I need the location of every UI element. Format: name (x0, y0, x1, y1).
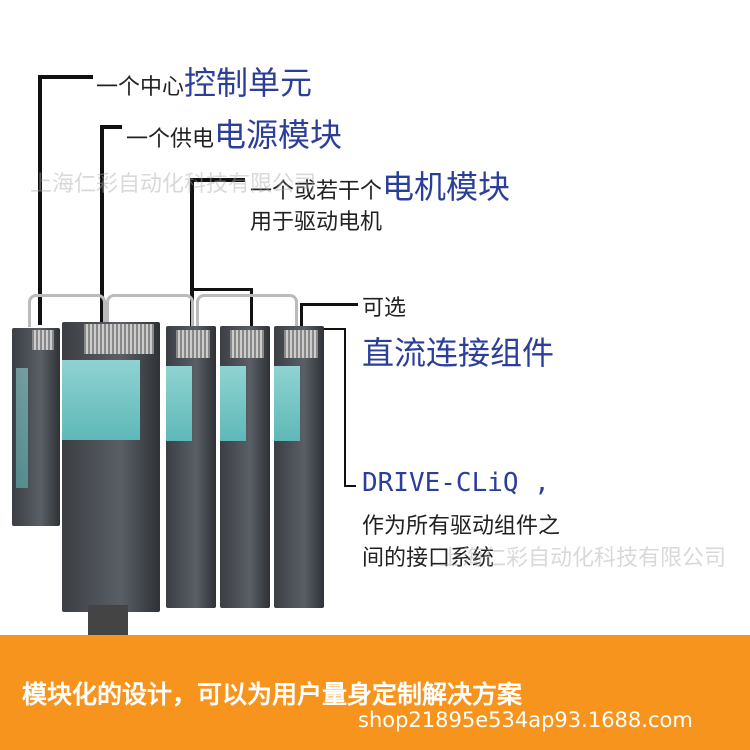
banner-text: 模块化的设计，可以为用户量身定制解决方案 (22, 680, 523, 709)
connector-line (190, 178, 245, 182)
motor-module-label: 一个或若干个电机模块 (250, 168, 511, 206)
connector-line (300, 303, 303, 328)
connector-line (190, 288, 252, 291)
motor-module-sublabel: 用于驱动电机 (250, 210, 383, 235)
motor-module (220, 326, 270, 608)
drive-cliq-label: DRIVE-CLiQ , (362, 468, 550, 498)
power-module (62, 322, 160, 612)
banner: 模块化的设计，可以为用户量身定制解决方案 shop21895e534ap93.1… (0, 635, 750, 750)
control-unit (12, 328, 60, 526)
motor-module (274, 326, 324, 608)
connector-line (250, 288, 253, 326)
connector-line (100, 125, 104, 325)
control-unit-label: 一个中心控制单元 (96, 64, 313, 102)
connector-line (38, 75, 93, 79)
optional-label: 可选 (362, 296, 407, 321)
drive-cliq-cable (28, 294, 106, 327)
connector-line (344, 328, 346, 486)
drive-cliq-desc-1: 作为所有驱动组件之 (362, 514, 561, 539)
shop-url: shop21895e534ap93.1688.com (358, 708, 693, 732)
connector-line (100, 125, 122, 129)
dc-link-label: 直流连接组件 (362, 334, 555, 372)
watermark: 上海仁彩自动化科技有限公司 (440, 546, 727, 571)
connector-line (190, 178, 194, 326)
drive-cliq-desc-2: 间的接口系统 (362, 546, 495, 571)
connector-line (344, 485, 356, 487)
connector-line (300, 303, 358, 306)
drive-cliq-cable (106, 294, 194, 327)
power-module-label: 一个供电电源模块 (126, 116, 343, 154)
watermark: 上海仁彩自动化科技有限公司 (30, 172, 317, 197)
drive-cliq-cable (196, 294, 298, 327)
motor-module (166, 326, 216, 608)
connector-line (38, 75, 42, 325)
